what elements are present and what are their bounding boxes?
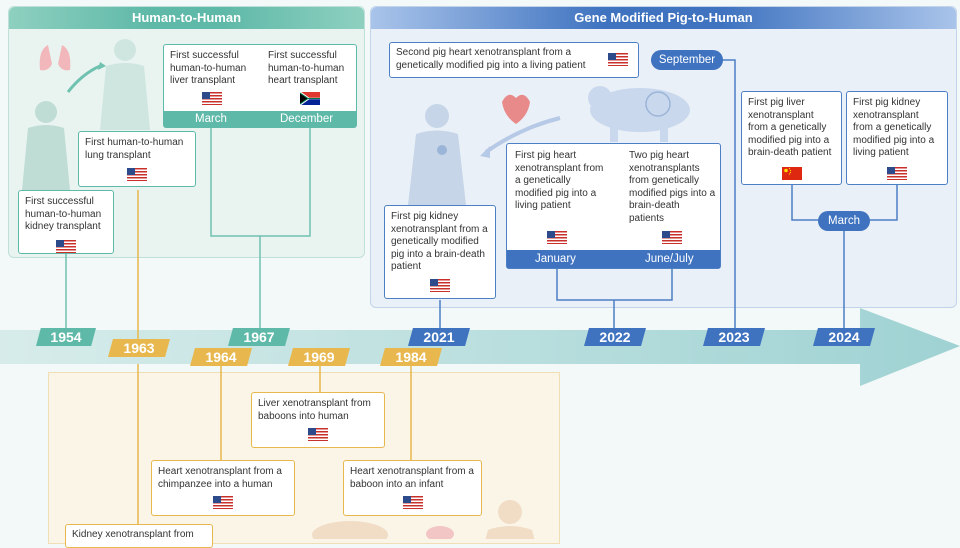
- card-text: Second pig heart xenotransplant from a g…: [396, 47, 586, 71]
- gene-modified-title: Gene Modified Pig-to-Human: [371, 7, 956, 29]
- card-liver-baboon: Liver xenotransplant from baboons into h…: [251, 392, 385, 448]
- bottom-silhouettes: [312, 500, 535, 539]
- card-1967-group: First successful human-to-human liver tr…: [163, 44, 357, 128]
- pill-january-2022: January: [535, 253, 576, 265]
- pill-junejuly-2022: June/July: [645, 253, 694, 265]
- card-two-pig-hearts-2022: Two pig heart xenotransplants from genet…: [629, 150, 717, 225]
- year-1969: 1969: [288, 348, 350, 366]
- card-heart-chimp: Heart xenotransplant from a chimpanzee i…: [151, 460, 295, 516]
- card-text: Heart xenotransplant from a chimpanzee i…: [158, 466, 282, 490]
- pig-silhouette: [588, 86, 690, 142]
- year-1954: 1954: [36, 328, 96, 346]
- card-text: First successful human-to-human liver tr…: [170, 50, 247, 86]
- card-text: Kidney xenotransplant from: [72, 529, 194, 540]
- south-africa-flag-icon: [300, 92, 320, 105]
- card-text: First pig liver xenotransplant from a ge…: [748, 97, 832, 158]
- year-2022: 2022: [584, 328, 646, 346]
- card-text: First successful human-to-human heart tr…: [268, 50, 345, 86]
- card-heart-baboon: Heart xenotransplant from a baboon into …: [343, 460, 482, 516]
- us-flag-icon: [56, 239, 76, 253]
- card-text: First human-to-human lung transplant: [85, 137, 184, 161]
- heart-icon-small: [437, 145, 447, 155]
- card-pig-kidney-2021: First pig kidney xenotransplant from a g…: [384, 205, 496, 299]
- card-text: Liver xenotransplant from baboons into h…: [258, 398, 371, 422]
- us-flag-icon: [308, 428, 328, 441]
- card-heart-h2h: First successful human-to-human heart tr…: [268, 50, 354, 88]
- us-flag-icon: [430, 278, 450, 292]
- us-flag-icon: [402, 496, 423, 509]
- card-text: First pig kidney xenotransplant from a g…: [391, 211, 488, 272]
- card-text: First pig kidney xenotransplant from a g…: [853, 97, 935, 158]
- card-pig-liver-2024: First pig liver xenotransplant from a ge…: [741, 91, 842, 185]
- us-flag-icon: [213, 496, 233, 509]
- heart-organ-icon: [502, 94, 530, 124]
- year-1963: 1963: [108, 339, 170, 357]
- us-flag-icon: [662, 231, 682, 244]
- card-kidney-xeno: Kidney xenotransplant from: [65, 524, 213, 548]
- pill-december-1967: December: [280, 113, 334, 125]
- card-pig-heart-2022: First pig heart xenotransplant from a ge…: [515, 150, 609, 213]
- card-second-pig-heart-2023: Second pig heart xenotransplant from a g…: [389, 42, 639, 78]
- us-flag-icon: [127, 168, 147, 181]
- year-1964: 1964: [190, 348, 252, 366]
- transfer-arrow: [66, 64, 101, 93]
- human-to-human-title: Human-to-Human: [9, 7, 364, 29]
- human-silhouette-gene: [408, 104, 466, 205]
- pill-september-2023: September: [651, 50, 723, 70]
- card-2022-group: First pig heart xenotransplant from a ge…: [506, 143, 721, 269]
- card-text: First successful human-to-human kidney t…: [25, 196, 102, 232]
- pill-march-1967: March: [195, 113, 227, 125]
- year-1967: 1967: [228, 328, 290, 346]
- human-silhouette-right: [100, 39, 150, 130]
- china-flag-icon: [781, 166, 802, 180]
- card-lung-h2h: First human-to-human lung transplant: [78, 131, 196, 187]
- lungs-icon: [39, 45, 71, 71]
- card-text: First pig heart xenotransplant from a ge…: [515, 150, 604, 211]
- us-flag-icon: [608, 53, 628, 66]
- year-2021: 2021: [408, 328, 470, 346]
- card-kidney-h2h: First successful human-to-human kidney t…: [18, 190, 114, 254]
- year-2023: 2023: [703, 328, 765, 346]
- pill-march-2024: March: [818, 211, 870, 231]
- us-flag-icon: [547, 231, 567, 244]
- months-bar-2022: January June/July: [507, 250, 720, 268]
- card-text: Heart xenotransplant from a baboon into …: [350, 466, 474, 490]
- year-1984: 1984: [380, 348, 442, 366]
- us-flag-icon: [202, 92, 222, 105]
- year-2024: 2024: [813, 328, 875, 346]
- timeline-arrow: [0, 308, 960, 386]
- human-silhouette-left: [22, 101, 70, 190]
- us-flag-icon: [887, 166, 907, 180]
- card-text: Two pig heart xenotransplants from genet…: [629, 150, 716, 224]
- transfer-arrow-gene: [484, 116, 561, 154]
- months-bar-1967: March December: [164, 111, 356, 127]
- card-liver-h2h: First successful human-to-human liver tr…: [170, 50, 260, 88]
- card-pig-kidney-2024: First pig kidney xenotransplant from a g…: [846, 91, 948, 185]
